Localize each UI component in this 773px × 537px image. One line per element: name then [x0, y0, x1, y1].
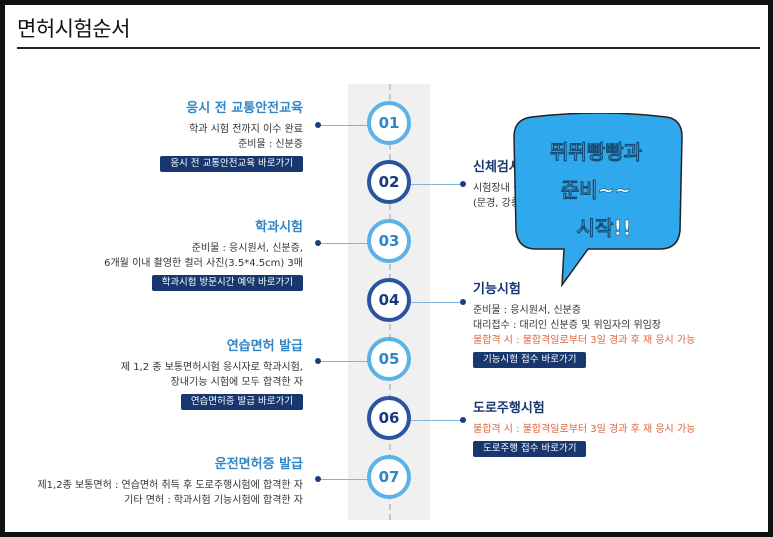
connector-line-02 [410, 184, 462, 185]
step-title-03: 학과시험 [255, 220, 303, 235]
step-title-06: 도로주행시험 [473, 401, 545, 416]
connector-line-07 [318, 479, 370, 480]
step-circle-05: 05 [367, 337, 411, 381]
bubble-text-2: 준비~~ [561, 178, 631, 202]
connector-dot-01 [315, 122, 321, 128]
step-block-04: 기능시험 준비물 : 응시원서, 신분증 대리접수 : 대리인 신분증 및 위임… [473, 281, 695, 368]
connector-line-03 [318, 243, 370, 244]
bubble-text-3: 시작!! [576, 216, 631, 240]
step-title-05: 연습면허 발급 [226, 339, 303, 354]
connector-dot-05 [315, 358, 321, 364]
speech-bubble-shape [513, 113, 683, 288]
step-line: 기타 면허 : 학과시험 기능시험에 합격한 자 [124, 495, 303, 506]
page-title: 면허시험순서 [17, 17, 130, 41]
connector-dot-07 [315, 476, 321, 482]
connector-dot-03 [315, 240, 321, 246]
step-circle-06: 06 [367, 396, 411, 440]
step-block-01: 응시 전 교통안전교육 학과 시험 전까지 이수 완료 준비물 : 신분증 응시… [160, 100, 303, 172]
step-warning-06: 불합격 시 : 불합격일로부터 3일 경과 후 재 응시 가능 [473, 424, 696, 435]
step-title-04: 기능시험 [473, 282, 521, 297]
step-circle-01: 01 [367, 101, 411, 145]
connector-dot-02 [460, 181, 466, 187]
written-test-reservation-button[interactable]: 학과시험 방문시간 예약 바로가기 [151, 275, 303, 291]
step-warning-04: 불합격 시 : 불합격일로부터 3일 경과 후 재 응시 가능 [473, 335, 696, 346]
speech-bubble: 뛰뛰빵빵과 준비~~ 시작!! [513, 113, 683, 288]
step-circle-02: 02 [367, 160, 411, 204]
step-circle-07: 07 [367, 455, 411, 499]
title-divider [17, 47, 760, 49]
step-block-03: 학과시험 준비물 : 응시원서, 신분증, 6개월 이내 촬영한 컬러 사진(3… [104, 219, 303, 291]
step-line: 제 1,2 종 보통면허시험 응시자로 학과시험, [120, 362, 303, 373]
step-line: 6개월 이내 촬영한 컬러 사진(3.5*4.5cm) 3매 [104, 258, 303, 269]
connector-line-06 [410, 420, 462, 421]
connector-line-05 [318, 361, 370, 362]
step-line: 대리접수 : 대리인 신분증 및 위임자의 위임장 [473, 320, 662, 331]
connector-line-04 [410, 302, 462, 303]
learner-permit-issue-button[interactable]: 연습면허증 발급 바로가기 [180, 394, 303, 410]
connector-dot-06 [460, 417, 466, 423]
step-line: 제1,2종 보통면허 : 연습면허 취득 후 도로주행시험에 합격한 자 [37, 480, 303, 491]
connector-line-01 [318, 125, 370, 126]
step-line: 준비물 : 응시원서, 신분증 [473, 305, 582, 316]
road-test-apply-button[interactable]: 도로주행 접수 바로가기 [473, 441, 587, 457]
page-frame: 면허시험순서 01 응시 전 교통안전교육 학과 시험 전까지 이수 완료 준비… [5, 5, 768, 532]
connector-dot-04 [460, 299, 466, 305]
step-title-07: 운전면허증 발급 [214, 457, 303, 472]
traffic-safety-education-button[interactable]: 응시 전 교통안전교육 바로가기 [160, 156, 303, 172]
step-title-02: 신체검사 [473, 160, 521, 175]
step-line: 장내기능 시험에 모두 합격한 자 [170, 377, 303, 388]
skill-test-apply-button[interactable]: 기능시험 접수 바로가기 [473, 352, 587, 368]
step-line: 준비물 : 신분증 [238, 139, 303, 150]
step-block-06: 도로주행시험 불합격 시 : 불합격일로부터 3일 경과 후 재 응시 가능 도… [473, 400, 695, 457]
step-line: 준비물 : 응시원서, 신분증, [191, 243, 303, 254]
step-block-05: 연습면허 발급 제 1,2 종 보통면허시험 응시자로 학과시험, 장내기능 시… [121, 338, 303, 410]
step-circle-03: 03 [367, 219, 411, 263]
step-title-01: 응시 전 교통안전교육 [186, 101, 303, 116]
step-block-07: 운전면허증 발급 제1,2종 보통면허 : 연습면허 취득 후 도로주행시험에 … [37, 456, 303, 508]
step-line: 학과 시험 전까지 이수 완료 [189, 124, 303, 135]
step-circle-04: 04 [367, 278, 411, 322]
bubble-text-1: 뛰뛰빵빵과 [550, 140, 643, 164]
